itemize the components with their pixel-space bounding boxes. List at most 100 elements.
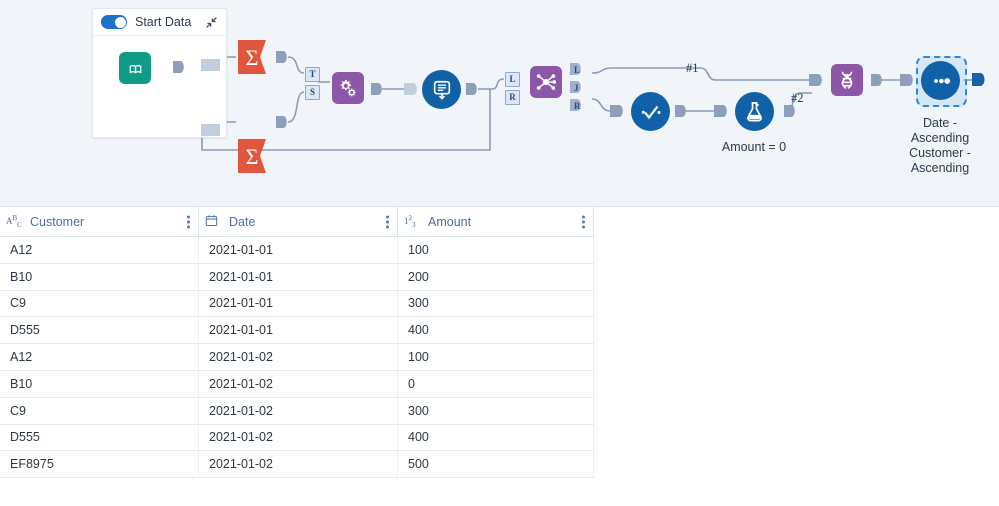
cell-customer[interactable]: A12 — [0, 343, 199, 371]
port-join-left: L — [570, 63, 581, 75]
column-label-date: Date — [229, 214, 256, 229]
port-load-out — [466, 83, 477, 95]
cell-amount[interactable]: 300 — [397, 397, 594, 425]
cell-amount[interactable]: 100 — [397, 343, 594, 371]
cell-amount[interactable]: 100 — [397, 236, 594, 264]
dna-transpose-icon — [831, 64, 863, 96]
port-test-in — [714, 105, 727, 117]
cell-amount[interactable]: 300 — [397, 290, 594, 318]
column-header-amount[interactable]: 123 Amount — [397, 207, 594, 237]
port-test-out — [784, 105, 795, 117]
connector-label-t: T — [305, 67, 320, 82]
toggle-on-icon[interactable] — [101, 15, 127, 29]
sort-label-line-3: Customer - — [909, 146, 971, 160]
start-data-panel[interactable]: Start Data — [92, 8, 227, 138]
cell-amount[interactable]: 400 — [397, 316, 594, 345]
workflow-canvas[interactable]: Start Data — [0, 0, 999, 207]
cell-amount[interactable]: 500 — [397, 450, 594, 479]
port-summarize2-out — [276, 116, 287, 128]
cell-customer[interactable]: C9 — [0, 397, 199, 425]
port-load-in — [404, 83, 417, 95]
port-transform-out — [371, 83, 382, 95]
port-branch-top — [201, 59, 220, 71]
kebab-menu-icon[interactable] — [187, 215, 190, 228]
node-summarize-2[interactable]: Σ — [236, 137, 270, 173]
cell-date[interactable]: 2021-01-02 — [198, 370, 398, 398]
cell-date[interactable]: 2021-01-01 — [198, 236, 398, 264]
node-source[interactable] — [119, 52, 151, 84]
port-summarize1-out — [276, 51, 287, 63]
cell-amount[interactable]: 0 — [397, 370, 594, 398]
node-summarize-1[interactable]: Σ — [236, 38, 270, 74]
cell-date[interactable]: 2021-01-02 — [198, 424, 398, 452]
kebab-menu-icon[interactable] — [582, 215, 585, 228]
data-grid[interactable]: ABC Customer Date — [0, 207, 999, 506]
svg-text:L: L — [574, 65, 580, 75]
column-header-date[interactable]: Date — [198, 207, 398, 237]
sort-label-line-4: Ascending — [910, 161, 970, 175]
cell-customer[interactable]: D555 — [0, 316, 199, 345]
cell-date[interactable]: 2021-01-01 — [198, 316, 398, 345]
port-sort-in — [900, 74, 913, 86]
cell-date[interactable]: 2021-01-01 — [198, 290, 398, 318]
cell-customer[interactable]: D555 — [0, 424, 199, 452]
cell-date[interactable]: 2021-01-01 — [198, 263, 398, 291]
port-formula-in — [610, 105, 623, 117]
svg-text:J: J — [574, 83, 579, 93]
column-label-amount: Amount — [428, 214, 472, 229]
node-sort-label: Date - Ascending Customer - Ascending — [880, 116, 999, 176]
svg-text:Σ: Σ — [246, 144, 259, 169]
node-load[interactable] — [422, 70, 461, 109]
sort-label-line-2: Ascending — [910, 131, 970, 145]
svg-text:R: R — [574, 101, 581, 111]
calendar-date-icon — [205, 214, 222, 229]
node-formula[interactable] — [631, 92, 670, 131]
sort-label-line-1: Date - — [922, 116, 958, 130]
cell-amount[interactable]: 400 — [397, 424, 594, 452]
cell-customer[interactable]: EF8975 — [0, 450, 199, 479]
node-test-label: Amount = 0 — [721, 140, 787, 154]
node-test[interactable] — [735, 92, 774, 131]
flask-icon — [747, 102, 762, 122]
port-join-join: J — [570, 81, 581, 93]
collapse-arrows-icon[interactable] — [205, 16, 218, 29]
node-transpose[interactable] — [831, 64, 863, 96]
wire-label-2: #2 — [791, 91, 804, 105]
cell-date[interactable]: 2021-01-02 — [198, 343, 398, 371]
cell-date[interactable]: 2021-01-02 — [198, 450, 398, 479]
connector-label-r-in: R — [505, 90, 520, 105]
node-transform[interactable] — [332, 72, 364, 104]
port-transpose-in — [809, 74, 822, 86]
kebab-menu-icon[interactable] — [386, 215, 389, 228]
book-folder-icon — [119, 52, 151, 84]
cell-amount[interactable]: 200 — [397, 263, 594, 291]
node-join[interactable] — [530, 66, 562, 98]
svg-text:Σ: Σ — [246, 45, 259, 70]
port-source-out — [173, 61, 184, 73]
port-join-right: R — [570, 99, 581, 111]
sigma-icon: Σ — [238, 139, 266, 173]
port-formula-out — [675, 105, 686, 117]
cell-customer[interactable]: B10 — [0, 370, 199, 398]
sigma-icon: Σ — [238, 40, 266, 74]
join-network-icon — [530, 66, 562, 98]
data-download-icon — [433, 80, 450, 100]
cell-date[interactable]: 2021-01-02 — [198, 397, 398, 425]
column-header-customer[interactable]: ABC Customer — [0, 207, 199, 237]
connector-label-s: S — [305, 85, 320, 100]
cell-customer[interactable]: C9 — [0, 290, 199, 318]
cell-customer[interactable]: A12 — [0, 236, 199, 264]
connector-label-l-in: L — [505, 72, 520, 87]
node-sort[interactable] — [921, 61, 960, 100]
cell-customer[interactable]: B10 — [0, 263, 199, 291]
